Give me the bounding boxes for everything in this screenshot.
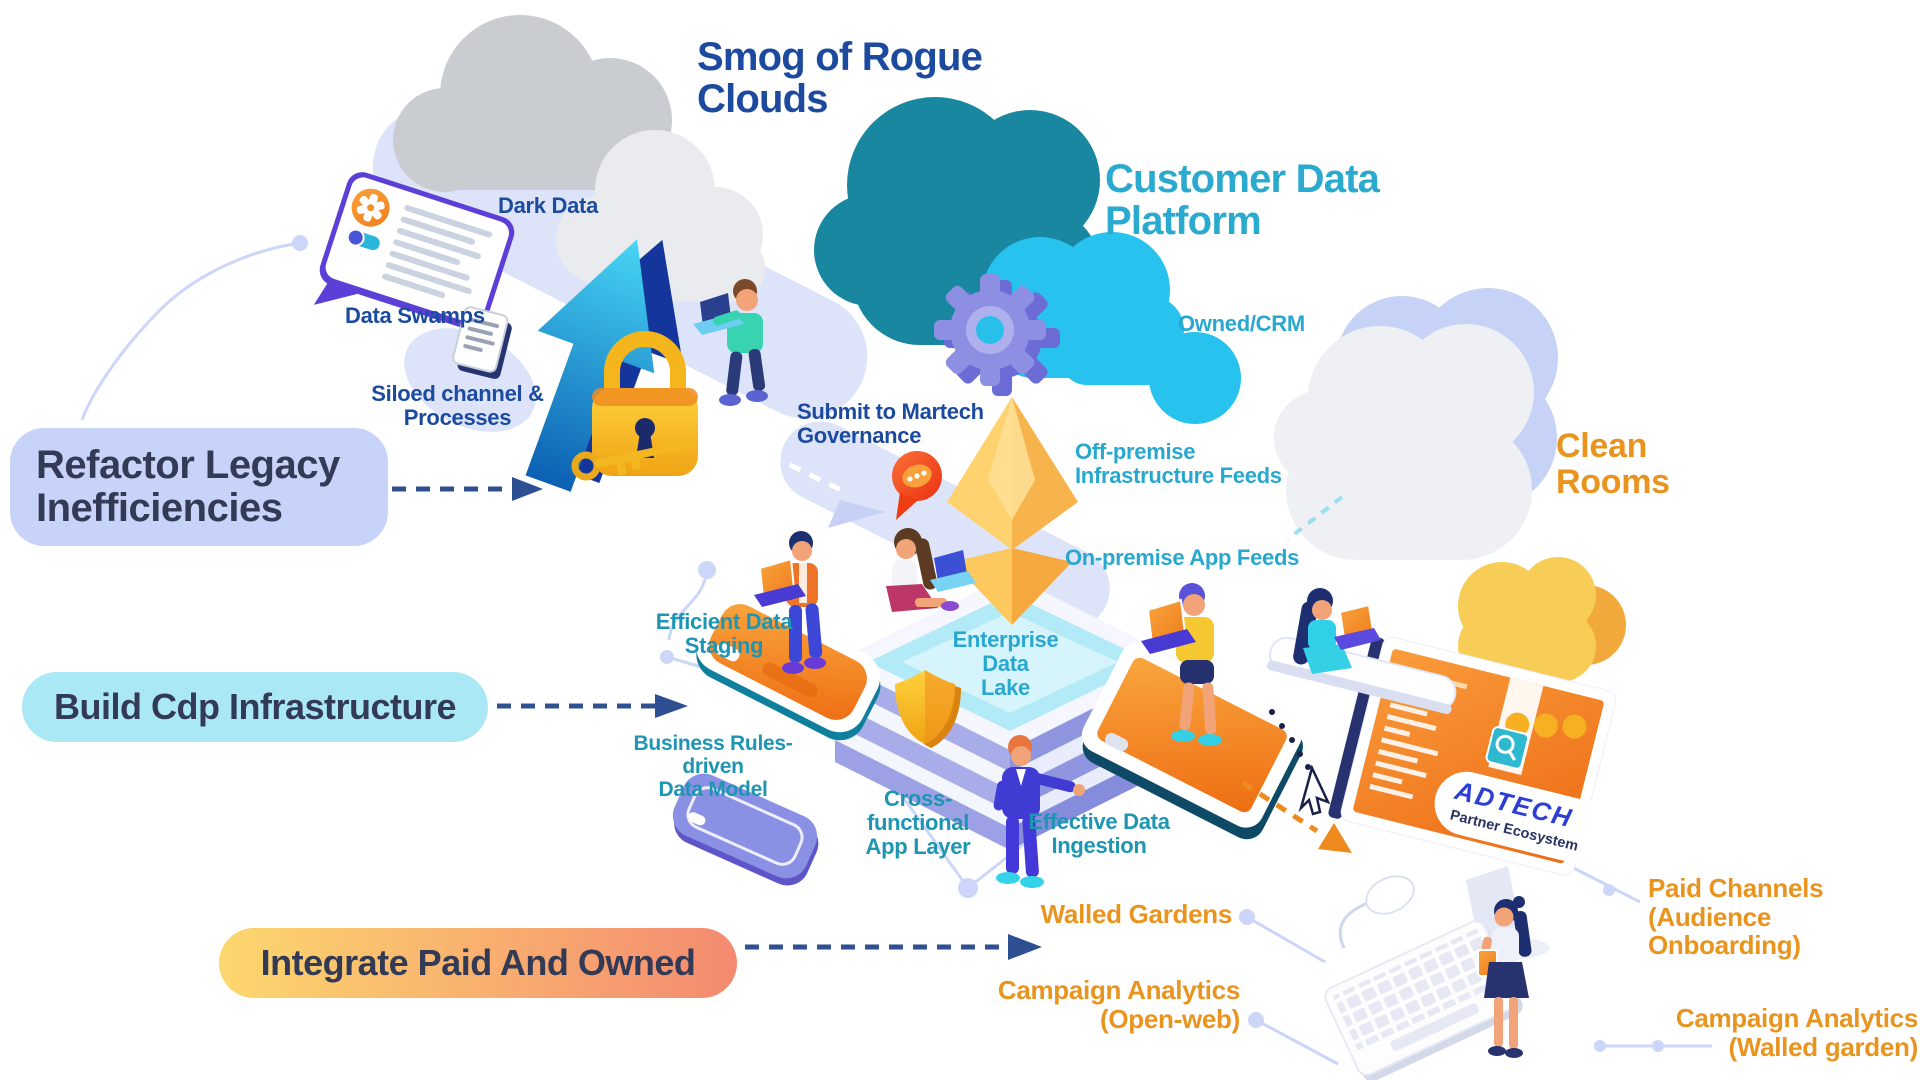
key-icon: [571, 440, 693, 481]
lock-icon: [592, 331, 698, 476]
person-figure: [1477, 896, 1532, 1058]
callout-build-cdp-infrastructure: Build Cdp Infrastructure: [22, 672, 488, 742]
browser-card-icon: [313, 172, 515, 331]
smartphone-icon-purple: [672, 773, 819, 886]
person-figure: [1141, 583, 1222, 746]
gear-icon: [356, 193, 385, 222]
label-owned-crm: Owned/CRM: [1178, 311, 1305, 336]
label-walled-gardens: Walled Gardens: [1040, 899, 1233, 929]
label-data-swamps: Data Swamps: [345, 303, 485, 328]
chat-pin-icon: [892, 451, 942, 520]
refactor-flow-arrow: [368, 477, 543, 501]
person-figure: [993, 735, 1085, 888]
person-figure: [754, 531, 826, 674]
clean-rooms-cloud-icon: [1274, 288, 1626, 682]
adtech-pill: [1434, 771, 1621, 867]
shield-icon: [895, 670, 961, 748]
label-dark-data: Dark Data: [498, 193, 599, 218]
label-campaign-analytics-open-web: Campaign Analytics(Open-web): [997, 975, 1240, 1034]
label-campaign-analytics-walled: Campaign Analytics(Walled garden): [1675, 1003, 1918, 1062]
gear-icon: [934, 274, 1060, 396]
person-figure: [886, 528, 976, 612]
label-siloed-channel: Siloed channel &Processes: [371, 381, 544, 431]
adtech-flow-arrow: [1241, 780, 1352, 853]
keyboard-icon: [1324, 920, 1523, 1080]
document-icon: [452, 306, 512, 379]
cloud-dashed-link: [1286, 495, 1344, 541]
build-flow-arrow: [497, 694, 688, 718]
integrate-flow-arrow: [745, 934, 1042, 960]
smog-cloud-icon: [393, 15, 765, 301]
diamond-icon: [947, 397, 1078, 625]
person-figure: [693, 279, 768, 406]
callout-integrate-paid-and-owned: Integrate Paid And Owned: [219, 928, 737, 998]
label-on-premise-feeds: On-premise App Feeds: [1065, 545, 1300, 570]
search-icon: [1485, 726, 1530, 770]
connector-lines: [80, 241, 1712, 1066]
cdp-cloud-icon: [814, 97, 1241, 424]
cursor-icon: [1269, 709, 1331, 816]
label-paid-channels: Paid Channels(Audience Onboarding): [1648, 873, 1824, 961]
road-dashed-arrow: [768, 452, 885, 528]
person-figure: [1293, 588, 1381, 674]
mouse-icon: [1338, 875, 1415, 949]
